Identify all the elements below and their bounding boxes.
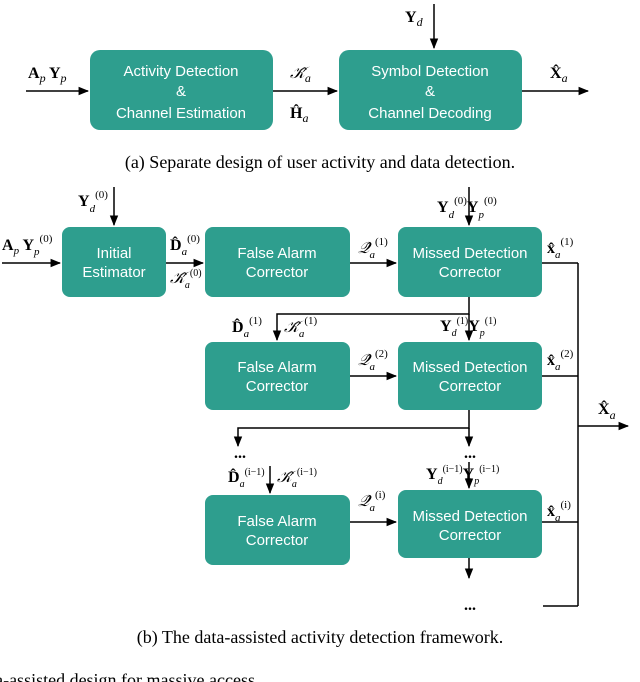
ad-line1: Activity Detection [123,63,238,80]
md-corrector-i-box: Missed Detection Corrector [398,490,542,558]
label-d1: D̂a(1) [232,315,262,340]
initial-estimator-box: Initial Estimator [62,227,166,297]
symbol-detection-box: Symbol Detection & Channel Decoding [339,50,522,130]
fai-line1: False Alarm [237,513,316,530]
label-yd1-yp1: Yd(1)Yp(1) [440,316,496,339]
label-k0: 𝒦̂a(0) [170,268,202,291]
part-a: Ap Yp Activity Detection & Channel Estim… [26,4,590,173]
label-q2: 𝒬̂a(2) [358,348,388,373]
md-corrector-1-box: Missed Detection Corrector [398,342,542,410]
output-label-b: X̂a [598,400,616,422]
label-k-im1: 𝒦̂a(i−1) [277,467,317,490]
sd-line3: Channel Decoding [368,105,491,122]
md1-line1: Missed Detection [412,359,527,376]
label-yd0: Yd(0) [78,189,108,215]
mdi-line1: Missed Detection [412,508,527,525]
fai-line2: Corrector [246,532,309,549]
ellipsis-bottom: ... [464,597,476,614]
label-x2: x̂a(2) [547,348,574,373]
ellipsis-right: ... [464,445,476,462]
fa1-line1: False Alarm [237,359,316,376]
fa0-line1: False Alarm [237,245,316,262]
edge-md0-to-fa1 [272,297,470,342]
label-qi: 𝒬̂a(i) [358,489,386,514]
label-k1: 𝒦̂a(1) [284,315,318,340]
label-q1: 𝒬̂a(1) [358,236,388,261]
md0-line2: Corrector [439,264,502,281]
mid-label-k: 𝒦̂a [290,65,311,85]
label-ap-yp0: Ap Yp(0) [2,233,53,258]
ad-line3: Channel Estimation [116,105,246,122]
sd-line2: & [425,83,435,100]
output-label-a: X̂a [550,64,568,85]
fa1-line2: Corrector [246,378,309,395]
caption-a: (a) Separate design of user activity and… [125,152,515,173]
md-corrector-0-box: Missed Detection Corrector [398,227,542,297]
label-x1: x̂a(1) [547,236,574,261]
caption-b: (b) The data-assisted activity detection… [137,627,504,648]
fa-corrector-1-box: False Alarm Corrector [205,342,350,410]
edge-md1-to-next-fa [233,410,470,448]
top-input-label-a: Yd [405,9,424,29]
label-xi: x̂a(i) [547,499,571,524]
input-label-a: Ap Yp [28,65,67,85]
label-d-im1: D̂a(i−1) [228,467,265,490]
figure-caption: Fig. 2. The separate design and data-ass… [0,670,260,682]
fa0-line2: Corrector [246,264,309,281]
label-d0: D̂a(0) [170,233,200,258]
md0-line1: Missed Detection [412,245,527,262]
part-b: Yd(0) Ap Yp(0) Initial Estimator D̂a(0) … [2,187,630,648]
fa-corrector-0-box: False Alarm Corrector [205,227,350,297]
label-yd-yp-im1: Yd(i−1)Yp(i−1) [426,464,499,487]
init-line2: Estimator [82,264,145,281]
mdi-line2: Corrector [439,527,502,544]
label-yd0-yp0: Yd(0)Yp(0) [437,195,497,221]
sd-line1: Symbol Detection [371,63,489,80]
fa-corrector-i-box: False Alarm Corrector [205,495,350,565]
ellipsis-left: ... [234,445,246,462]
activity-detection-box: Activity Detection & Channel Estimation [90,50,273,130]
init-line1: Initial [96,245,131,262]
md1-line2: Corrector [439,378,502,395]
ad-line2: & [176,83,186,100]
mid-label-h: Ĥa [290,103,308,125]
